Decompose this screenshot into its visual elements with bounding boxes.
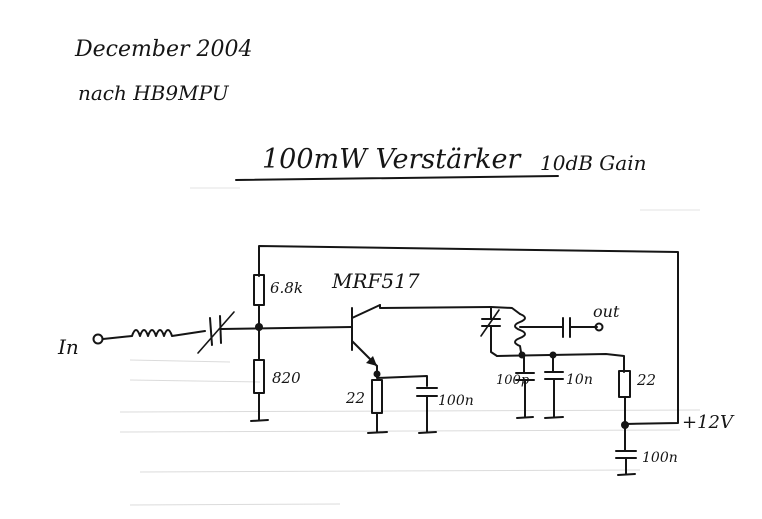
capacitor-100n-emitter bbox=[416, 387, 438, 397]
output-label: out bbox=[593, 302, 620, 321]
transistor-mrf517 bbox=[351, 304, 381, 367]
capacitor-100n-supply bbox=[615, 450, 637, 459]
base-node bbox=[255, 323, 263, 331]
label-820: 820 bbox=[272, 369, 301, 387]
label-r-emitter: 22 bbox=[345, 389, 365, 407]
tank-variable-capacitor bbox=[480, 306, 501, 357]
label-c-tank: 100p bbox=[496, 373, 530, 388]
credit-note: nach HB9MPU bbox=[78, 81, 230, 105]
emitter-node bbox=[373, 370, 381, 378]
capacitor-10n bbox=[544, 371, 564, 380]
ground-supply bbox=[617, 473, 636, 476]
title-main: 100mW Verstärker bbox=[262, 144, 522, 175]
supply-rail bbox=[258, 245, 679, 425]
tank-inductor bbox=[514, 313, 526, 353]
input-choke bbox=[102, 329, 206, 340]
ground-10n bbox=[544, 416, 564, 419]
label-6k8: 6.8k bbox=[270, 279, 303, 297]
ground-100p bbox=[516, 416, 534, 419]
input-capacitor bbox=[197, 311, 235, 354]
supply-label: +12V bbox=[682, 412, 735, 433]
resistor-820 bbox=[253, 359, 265, 394]
tank-top-wire bbox=[490, 306, 521, 315]
supply-node bbox=[621, 421, 629, 429]
title-gain: 10dB Gain bbox=[540, 151, 646, 175]
tank-bottom-wire bbox=[496, 353, 625, 373]
label-r-supply: 22 bbox=[636, 371, 656, 389]
emitter-wire bbox=[376, 365, 428, 387]
ground-divider bbox=[250, 419, 269, 422]
date-note: December 2004 bbox=[74, 37, 252, 62]
label-c-supply-2: 100n bbox=[642, 450, 678, 466]
bleed-through-marks bbox=[119, 187, 701, 506]
ground-emitter-resistor bbox=[367, 431, 388, 434]
resistor-22-supply bbox=[618, 370, 631, 398]
transistor-label: MRF517 bbox=[331, 269, 420, 293]
resistor-6k8 bbox=[253, 274, 265, 306]
ground-emitter-cap bbox=[418, 431, 437, 434]
label-c-emitter: 100n bbox=[438, 393, 474, 409]
title-underline bbox=[235, 175, 559, 181]
output-terminal bbox=[594, 322, 604, 332]
resistor-22-emitter bbox=[371, 379, 383, 414]
collector-wire bbox=[379, 304, 492, 309]
input-label: In bbox=[57, 335, 79, 359]
base-wire bbox=[220, 326, 353, 330]
input-terminal bbox=[92, 333, 104, 345]
output-capacitor bbox=[562, 317, 571, 338]
label-c-supply-1: 10n bbox=[566, 372, 593, 388]
